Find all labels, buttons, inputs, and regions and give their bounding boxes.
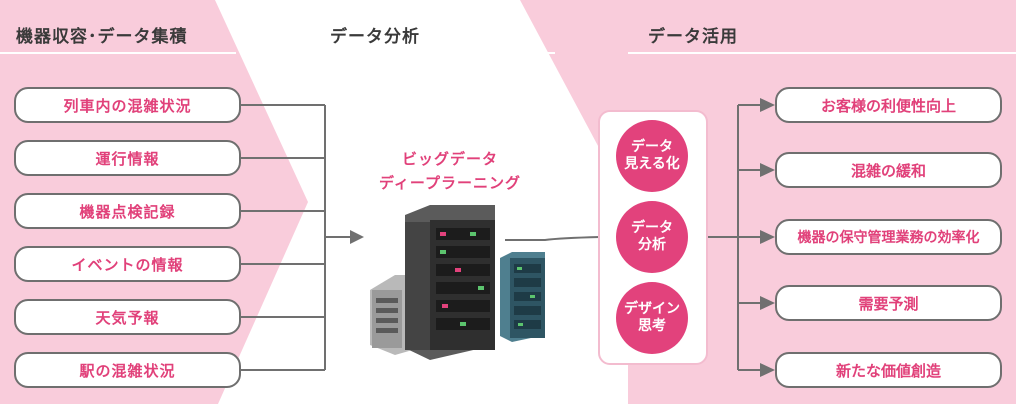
input-item: 天気予報 xyxy=(14,299,241,335)
output-item: 混雑の緩和 xyxy=(775,152,1002,188)
output-item: 新たな価値創造 xyxy=(775,352,1002,388)
output-arrowheads xyxy=(760,98,775,377)
input-item: 駅の混雑状況 xyxy=(14,352,241,388)
input-item: 運行情報 xyxy=(14,140,241,176)
collect-header: 機器収容･データ集積 xyxy=(16,27,188,47)
method-label: 見える化 xyxy=(624,156,680,172)
output-item: 需要予測 xyxy=(775,285,1002,321)
cloud-icon xyxy=(342,74,570,207)
output-connectors xyxy=(708,104,760,371)
method-analysis: データ 分析 xyxy=(616,201,688,273)
method-design-thinking: デザイン 思考 xyxy=(616,282,688,354)
input-item: イベントの情報 xyxy=(14,246,241,282)
input-item: 列車内の混雑状況 xyxy=(14,87,241,123)
method-label: 思考 xyxy=(638,318,666,334)
analyze-header: データ分析 xyxy=(330,27,420,47)
use-header: データ活用 xyxy=(648,27,738,47)
cloud-label-bigdata: ビッグデータ xyxy=(401,150,498,168)
output-item: お客様の利便性向上 xyxy=(775,87,1002,123)
analysis-to-methods-connector xyxy=(505,236,601,241)
method-label: データ xyxy=(631,219,673,236)
input-connectors xyxy=(241,104,350,371)
server-rack-icon xyxy=(370,205,545,360)
output-item: 機器の保守管理業務の効率化 xyxy=(775,219,1002,255)
method-label: データ xyxy=(631,138,673,155)
method-label: デザイン xyxy=(624,300,680,317)
cloud-label-deeplearning: ディープラーニング xyxy=(378,174,522,192)
arrow-into-analysis xyxy=(350,230,364,244)
input-item: 機器点検記録 xyxy=(14,193,241,229)
method-visualization: データ 見える化 xyxy=(616,120,688,192)
use-band xyxy=(520,0,1016,404)
method-label: 分析 xyxy=(638,237,666,253)
